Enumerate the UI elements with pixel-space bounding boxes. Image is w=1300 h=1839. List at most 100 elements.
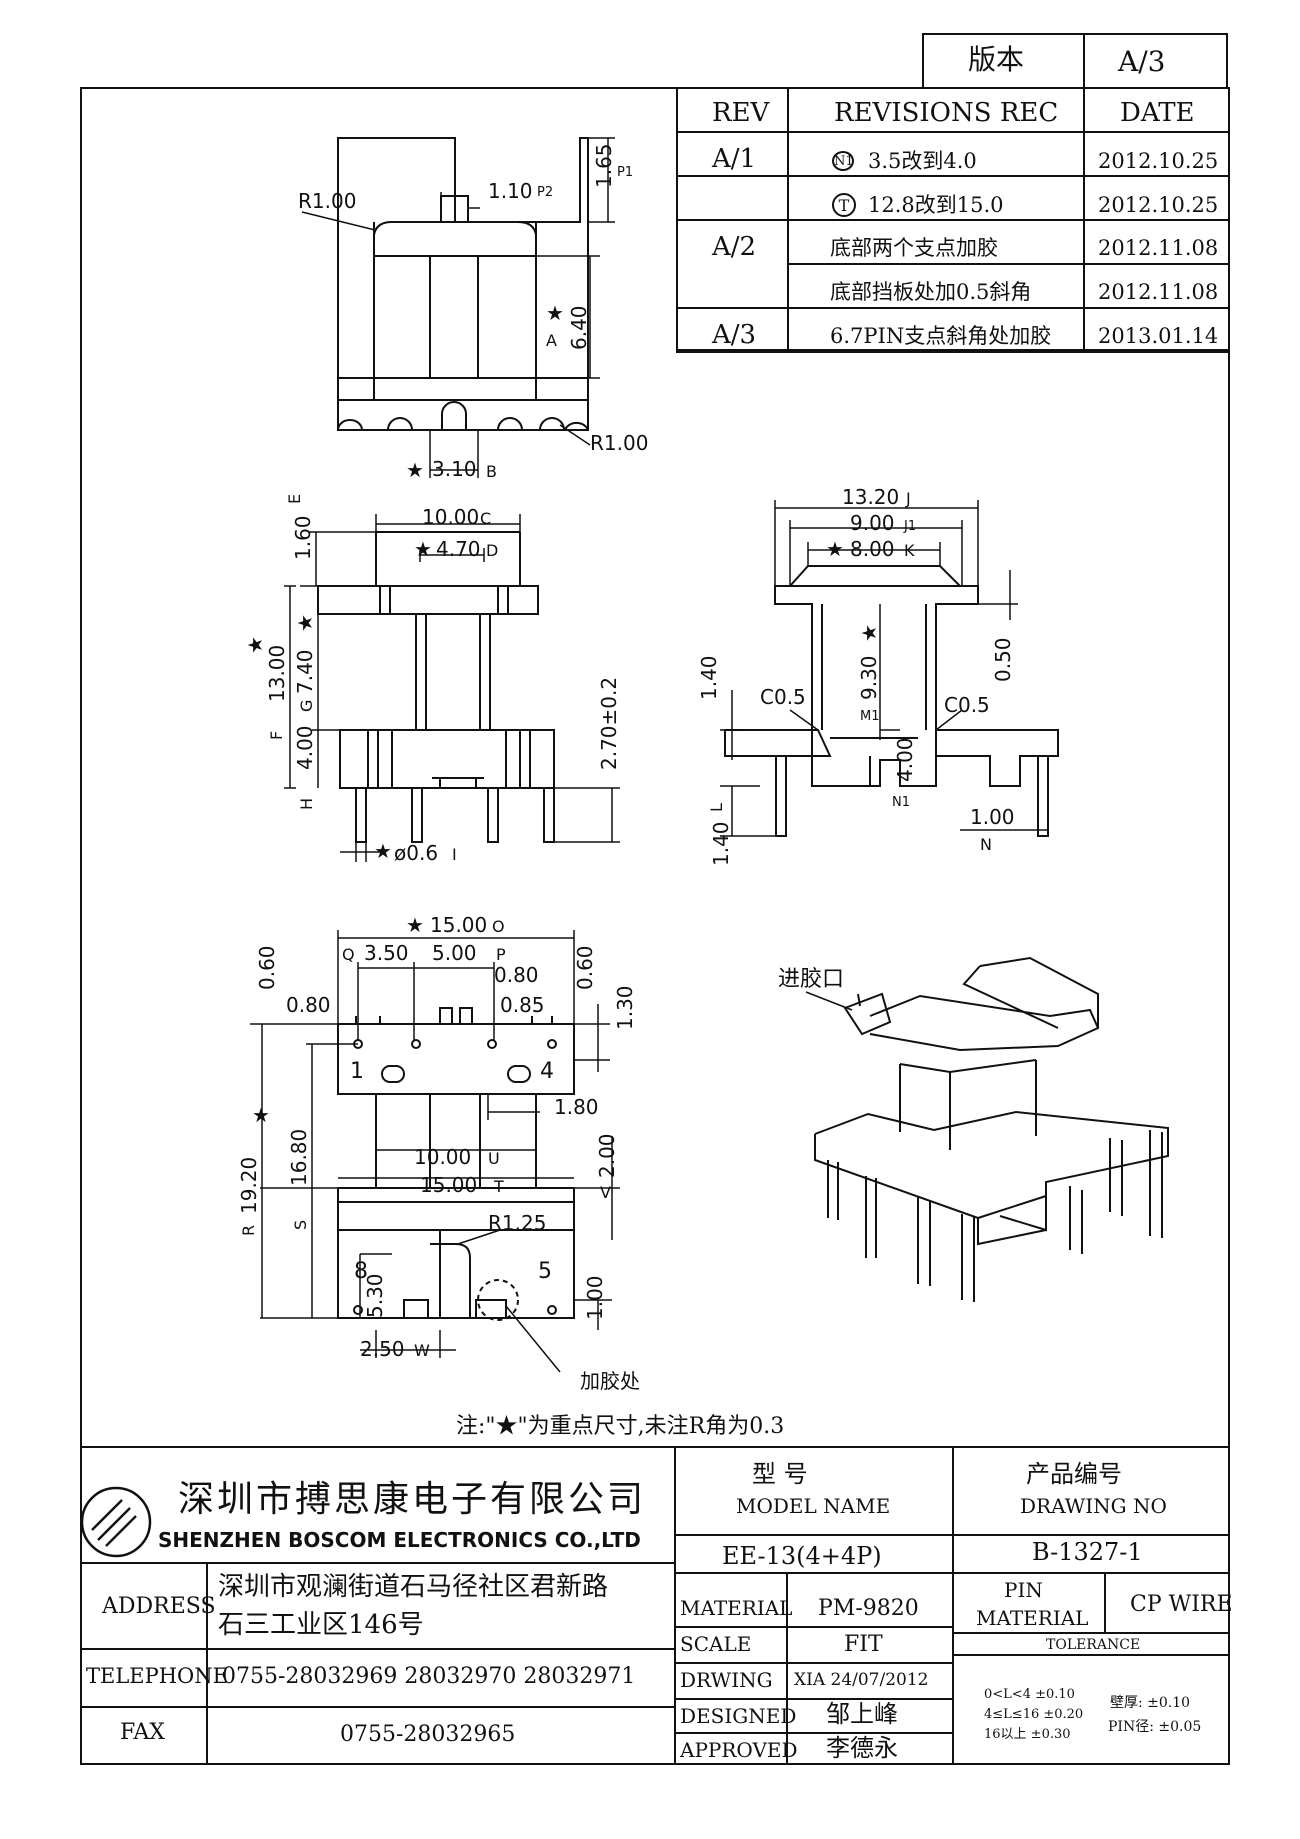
rec-header: REVISIONS REC	[834, 98, 1059, 128]
top-view	[337, 137, 589, 431]
dim-side-930: 9.30	[857, 655, 881, 700]
bottom-view	[337, 1007, 575, 1321]
tolerance-3: 16以上 ±0.30	[984, 1727, 1071, 1742]
dim-bot-250: 2.50	[360, 1337, 405, 1361]
rev-row-4-date: 2012.11.08	[1098, 280, 1219, 304]
dim-side-050: 0.50	[991, 637, 1015, 682]
drawing-frame	[80, 87, 1230, 1765]
model-value: EE-13(4+4P)	[722, 1542, 882, 1570]
rev-row-5-rev: A/3	[712, 320, 757, 350]
rev-row-5-date: 2013.01.14	[1098, 324, 1219, 348]
rev-row-1-date: 2012.10.25	[1098, 149, 1219, 173]
drwing-label: DRWING	[680, 1668, 773, 1692]
drawing-no-label-cn: 产品编号	[1026, 1460, 1122, 1488]
dim-bot-1920: 19.20	[237, 1157, 261, 1214]
dim-bot-130: 1.30	[613, 985, 637, 1030]
wall-tolerance: 壁厚: ±0.10	[1110, 1695, 1191, 1711]
dim-side-star-930: ★	[857, 624, 881, 642]
material-label: MATERIAL	[680, 1596, 793, 1620]
rev-row-1-rev: A/1	[712, 144, 757, 174]
dim-front-c: C	[480, 509, 491, 528]
address-line-2: 石三工业区146号	[218, 1610, 424, 1640]
pin-4: 4	[540, 1059, 554, 1084]
dim-side-n1: N1	[892, 795, 910, 810]
dim-side-100: 1.00	[970, 805, 1015, 829]
dim-top-165: 1.65	[592, 143, 616, 188]
dim-side-900: 9.00	[850, 511, 895, 535]
dim-front-h: H	[297, 798, 316, 810]
dim-side-400: 4.00	[893, 737, 917, 782]
dim-bot-350: 3.50	[364, 941, 409, 965]
pin-material-value: CP WIRE	[1130, 1592, 1233, 1617]
dim-front-470: 4.70	[436, 537, 481, 561]
dim-front-e: E	[285, 494, 304, 504]
dim-top-640: 6.40	[567, 305, 591, 350]
company-name-en: SHENZHEN BOSCOM ELECTRONICS CO.,LTD	[158, 1528, 641, 1552]
iso-label: 进胶口	[778, 967, 844, 992]
dim-bot-r: R	[239, 1225, 258, 1236]
rev-row-2-mark: T	[832, 193, 856, 217]
rev-row-2-text: 12.8改到15.0	[868, 193, 1004, 217]
dim-side-j: J	[905, 489, 911, 508]
company-name-cn: 深圳市搏思康电子有限公司	[178, 1479, 647, 1520]
dim-bot-star-1920: ★	[252, 1103, 270, 1127]
dim-front-g: G	[297, 700, 316, 712]
dim-top-b: B	[486, 462, 497, 481]
dim-bot-060a: 0.60	[255, 945, 279, 990]
dim-bot-w: W	[414, 1341, 430, 1360]
dim-bot-200: 2.00	[595, 1133, 619, 1178]
pin-8: 8	[354, 1259, 368, 1284]
pin-1: 1	[350, 1059, 364, 1084]
telephone-value: 0755-28032969 28032970 28032971	[222, 1664, 636, 1689]
address-line-1: 深圳市观澜街道石马径社区君新路	[218, 1572, 609, 1602]
dim-top-110: 1.10	[488, 179, 533, 203]
dim-bot-1500t: 15.00	[420, 1173, 477, 1197]
material-value: PM-9820	[818, 1596, 919, 1621]
dim-front-star-1300: ★	[243, 636, 267, 654]
dim-side-140b: 1.40	[709, 821, 733, 866]
dim-side-l: L	[707, 803, 726, 812]
dim-front-star-pin: ★	[374, 839, 392, 863]
dim-bot-530: 5.30	[363, 1273, 387, 1318]
dim-front-star-740: ★	[293, 614, 317, 632]
dim-bot-s: S	[291, 1220, 310, 1230]
approved-label: APPROVED	[680, 1738, 798, 1762]
rev-row-3-date: 2012.11.08	[1098, 236, 1219, 260]
dim-front-400: 4.00	[293, 725, 317, 770]
dim-bot-star-1500: ★	[406, 913, 424, 937]
approved-value: 李德永	[826, 1734, 898, 1762]
dim-front-160: 1.60	[291, 515, 315, 560]
dim-top-star-b: ★	[406, 458, 424, 482]
dim-bot-p: P	[496, 945, 506, 964]
dim-side-140a: 1.40	[697, 655, 721, 700]
drawing-note: 注:"★"为重点尺寸,未注R角为0.3	[456, 1414, 785, 1439]
dim-bot-u: U	[488, 1149, 500, 1168]
rev-row-3-text: 底部两个支点加胶	[830, 236, 998, 260]
model-label-cn: 型 号	[752, 1460, 808, 1488]
dim-bot-500: 5.00	[432, 941, 477, 965]
dim-side-m1: M1	[860, 709, 880, 724]
rev-row-1-mark: N1	[832, 151, 854, 171]
drwing-value: XIA 24/07/2012	[794, 1670, 929, 1690]
tolerance-label: TOLERANCE	[1046, 1637, 1141, 1653]
dim-bot-080a: 0.80	[286, 993, 331, 1017]
dim-front-pin: ø0.6	[394, 841, 438, 865]
isometric-view	[814, 956, 1169, 1302]
dim-bot-100: 1.00	[583, 1275, 607, 1320]
dim-bot-r125: R1.25	[488, 1211, 546, 1235]
pin-dia-tolerance: PIN径: ±0.05	[1108, 1719, 1202, 1735]
rev-header: REV	[712, 98, 770, 128]
dim-bot-180: 1.80	[554, 1095, 599, 1119]
dim-side-1320: 13.20	[842, 485, 899, 509]
designed-label: DESIGNED	[680, 1704, 797, 1728]
telephone-label: TELEPHONE	[86, 1664, 228, 1688]
dim-top-p2: P2	[537, 185, 553, 200]
fax-label: FAX	[120, 1720, 165, 1745]
version-value: A/3	[1118, 45, 1166, 78]
drawing-no-label-en: DRAWING NO	[1020, 1494, 1167, 1518]
dim-side-800: 8.00	[850, 537, 895, 561]
dim-bot-q: Q	[342, 945, 355, 964]
dim-bot-1680: 16.80	[287, 1129, 311, 1186]
rev-row-5-text: 6.7PIN支点斜角处加胶	[830, 324, 1052, 348]
rev-row-1-text: 3.5改到4.0	[868, 149, 977, 173]
